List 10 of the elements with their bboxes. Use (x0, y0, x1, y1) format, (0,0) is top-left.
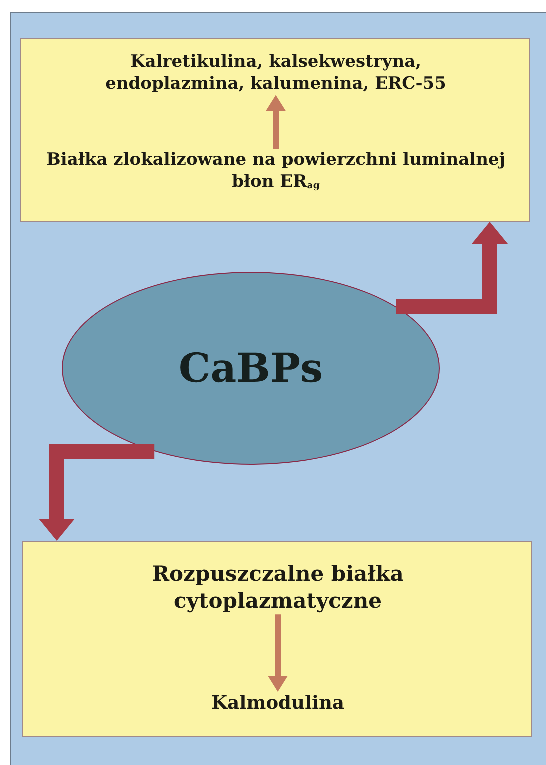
protein-label: Kalmodulina (33, 692, 523, 716)
content-box (22, 541, 532, 737)
protein-label: Kalretikulina, kalsekwestryna, endoplazmina, kalumenina, ERC-55 (71, 51, 481, 96)
arrow (39, 444, 155, 541)
node-label: CaBPs (178, 345, 324, 392)
protein-label: Białka zlokalizowane na powierzchni luminalnej błon ER$_{ag}$ (31, 149, 521, 194)
content-box (20, 38, 530, 222)
arrow (266, 95, 286, 149)
arrow (268, 614, 288, 692)
protein-label: Rozpuszczalne białka cytoplazmatyczne (93, 560, 463, 615)
